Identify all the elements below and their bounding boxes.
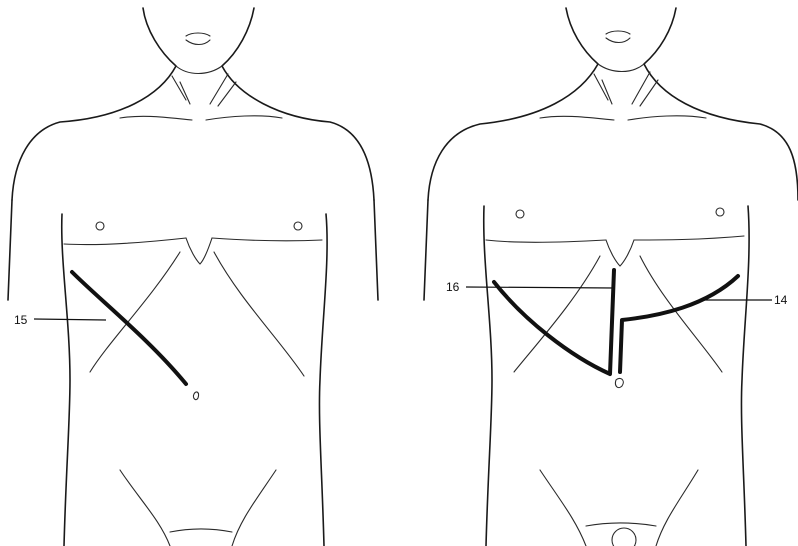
left-trunk-left-side	[62, 214, 70, 546]
left-clavicle-left	[120, 116, 192, 120]
incision-16-leader	[466, 287, 614, 288]
incision-15-label: 15	[14, 313, 28, 327]
left-chin	[176, 66, 222, 74]
right-groin-left	[540, 470, 586, 546]
left-umbilicus	[193, 392, 198, 400]
right-pubic-line	[586, 523, 656, 526]
left-trunk-right-side	[319, 214, 327, 546]
right-sternum-notch	[606, 240, 634, 266]
right-nipple-left	[516, 210, 524, 218]
right-neck-muscle-c	[632, 72, 650, 104]
right-neck-muscle-a	[594, 74, 608, 100]
left-torso-figure: 15	[8, 8, 378, 546]
left-neck-left-outline	[12, 8, 176, 200]
right-torso-figure: 16 14	[424, 8, 798, 546]
right-genital-circle	[612, 528, 636, 546]
incision-14-label: 14	[774, 293, 788, 307]
left-arm-left	[8, 200, 12, 300]
incision-16	[494, 270, 614, 374]
incision-15	[72, 272, 186, 384]
left-neck-muscle-c	[210, 74, 228, 104]
left-rib-margin-right	[214, 252, 304, 376]
right-neck-left-outline	[428, 8, 598, 200]
right-pectoral-left	[486, 240, 606, 242]
right-pectoral-right	[634, 236, 744, 240]
left-pubic-line	[170, 529, 232, 532]
right-groin-right	[656, 470, 698, 546]
right-rib-margin-left	[514, 256, 600, 372]
right-clavicle-right	[628, 116, 706, 120]
incision-15-leader	[34, 319, 106, 320]
left-groin-right	[232, 470, 276, 546]
right-trunk-right-side	[741, 206, 749, 546]
left-pectoral-left	[64, 238, 186, 245]
right-umbilicus	[615, 378, 623, 387]
left-groin-left	[120, 470, 170, 546]
left-nipple-left	[96, 222, 104, 230]
incision-14	[620, 276, 738, 372]
incision-16-label: 16	[446, 280, 460, 294]
left-sternum-notch	[186, 238, 212, 264]
left-rib-margin-left	[90, 252, 180, 372]
right-neck-right-outline	[644, 8, 798, 200]
right-trunk-left-side	[484, 206, 492, 546]
right-clavicle-left	[540, 116, 614, 120]
left-clavicle-right	[206, 116, 282, 120]
right-chin	[598, 64, 644, 72]
left-pectoral-right	[212, 238, 322, 241]
right-mouth	[606, 31, 630, 43]
right-arm-left	[424, 200, 428, 300]
left-neck-muscle-a	[172, 76, 186, 100]
left-mouth	[186, 33, 210, 45]
left-neck-right-outline	[222, 8, 374, 200]
left-nipple-right	[294, 222, 302, 230]
left-arm-right	[374, 200, 378, 300]
right-nipple-right	[716, 208, 724, 216]
